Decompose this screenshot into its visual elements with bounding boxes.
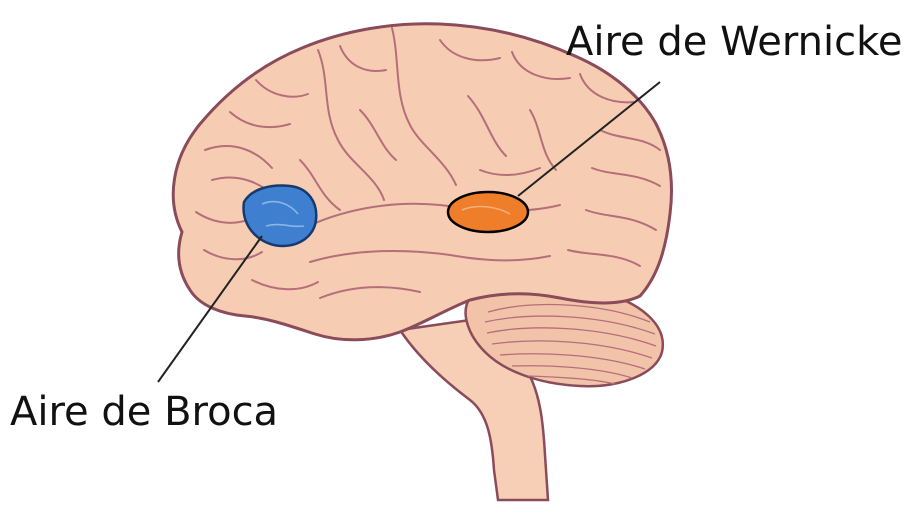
broca-label: Aire de Broca (10, 392, 278, 432)
wernicke-label: Aire de Wernicke (566, 22, 902, 62)
wernicke-area (448, 192, 528, 232)
cerebrum (173, 24, 671, 340)
